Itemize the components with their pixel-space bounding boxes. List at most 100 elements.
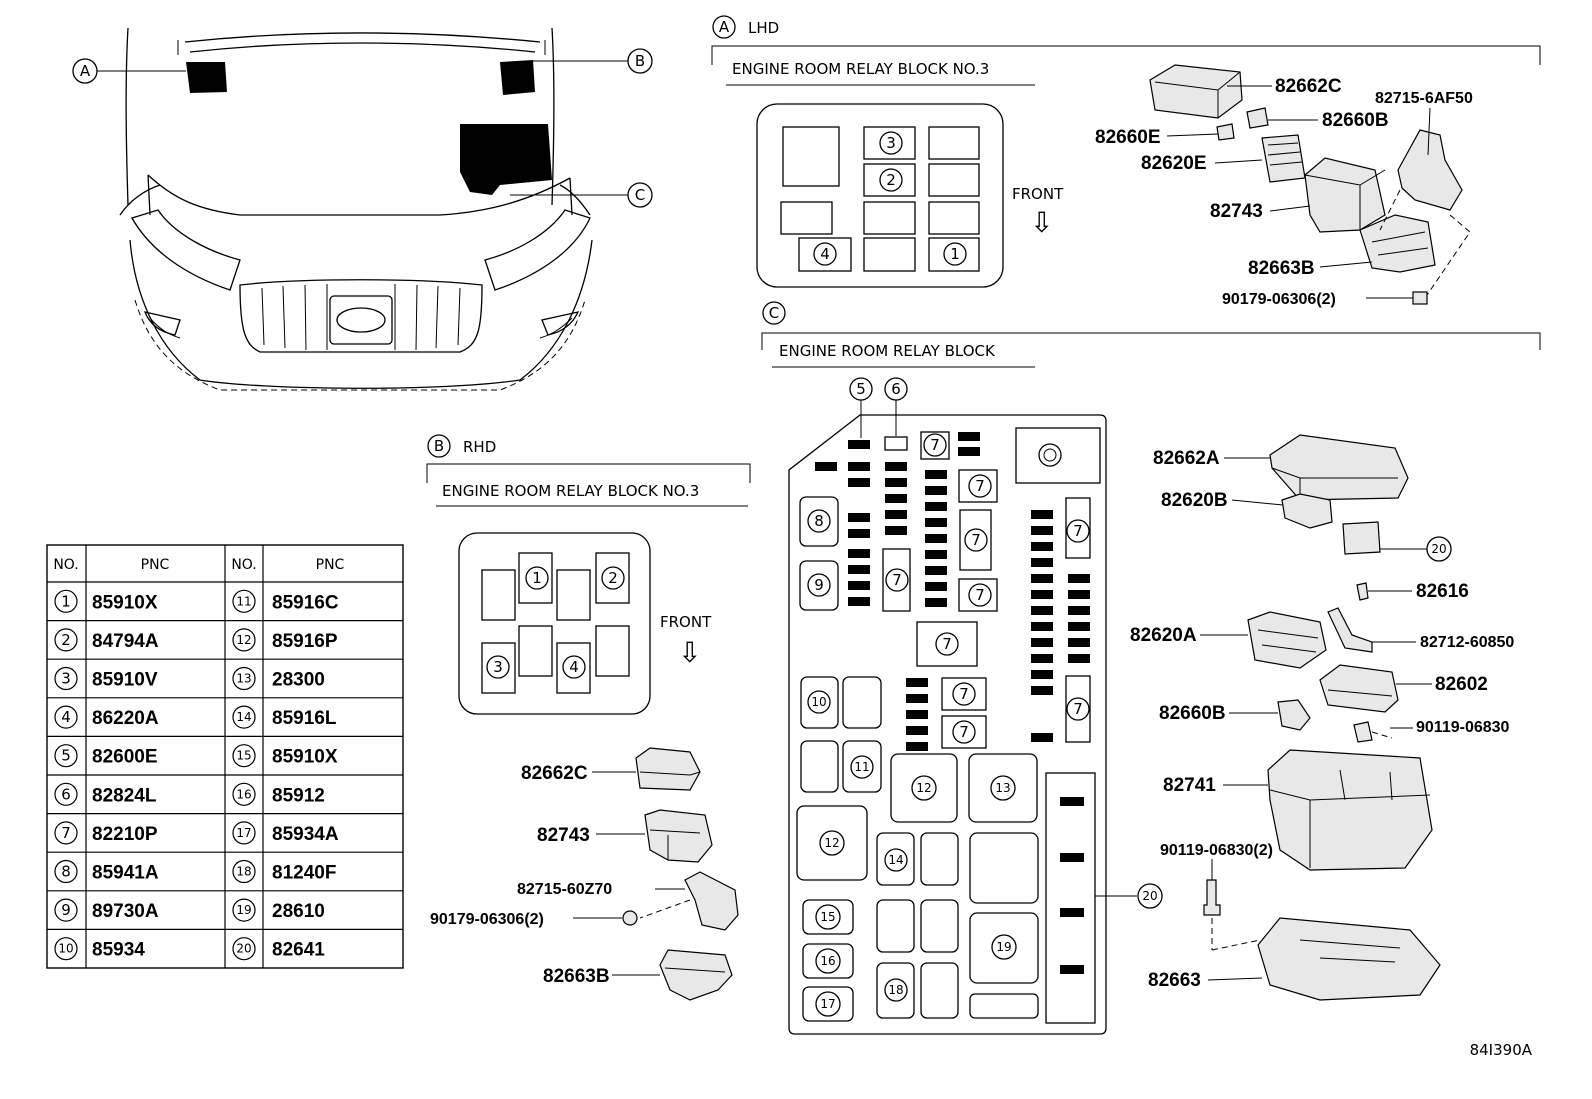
table-row-pnc: 82210P (92, 824, 158, 845)
lhd-block-title: ENGINE ROOM RELAY BLOCK NO.3 (732, 60, 989, 78)
c-part-82620b: 82620B (1161, 490, 1228, 511)
c-slot-18: 18 (888, 983, 903, 997)
table-row-no: 12 (236, 633, 251, 647)
c-slot-8: 8 (814, 512, 824, 530)
c-slot-7e: 7 (892, 571, 902, 589)
vehicle-front-view (119, 27, 593, 391)
lhd-part-82660b: 82660B (1322, 110, 1389, 131)
c-callout-6: 6 (891, 380, 901, 398)
lhd-front-label: FRONT (1012, 185, 1064, 203)
table-header-pnc: PNC (141, 557, 170, 573)
callout-c: C (635, 186, 645, 204)
table-row-pnc: 85912 (272, 785, 325, 806)
table-row-pnc: 85916P (272, 631, 338, 652)
lhd-part-82663b: 82663B (1248, 258, 1315, 279)
table-header-pnc: PNC (316, 557, 345, 573)
mini-fuses (815, 432, 1090, 751)
rhd-part-82663b: 82663B (543, 966, 610, 987)
c-block-title: ENGINE ROOM RELAY BLOCK (779, 342, 996, 360)
lhd-part-82662c: 82662C (1275, 76, 1342, 97)
lhd-front-arrow-icon: ⇩ (1030, 206, 1053, 239)
c-part-82662a: 82662A (1153, 448, 1220, 469)
table-row-pnc: 81240F (272, 863, 336, 884)
table-row-no: 1 (61, 592, 71, 610)
c-part-82741: 82741 (1163, 775, 1216, 796)
c-part-82660b: 82660B (1159, 703, 1226, 724)
c-slot-14: 14 (888, 853, 903, 867)
table-row-no: 17 (236, 826, 251, 840)
c-slot-13: 13 (995, 781, 1010, 795)
rhd-slot-1: 1 (532, 569, 542, 587)
table-row-pnc: 28300 (272, 670, 325, 691)
c-slot-15: 15 (820, 910, 835, 924)
section-b-rhd: B RHD ENGINE ROOM RELAY BLOCK NO.3 1 2 3… (426, 434, 751, 1001)
table-row-no: 15 (236, 749, 251, 763)
rhd-slot-3: 3 (493, 658, 503, 676)
rhd-part-90179-06306: 90179-06306(2) (430, 911, 544, 928)
c-slot-12b: 12 (824, 836, 839, 850)
c-part-82602: 82602 (1435, 674, 1488, 695)
lhd-part-82660e: 82660E (1095, 127, 1161, 148)
table-row-no: 4 (61, 708, 71, 726)
table-header-no: NO. (53, 557, 78, 573)
rhd-front-label: FRONT (660, 613, 712, 631)
table-row-pnc: 86220A (92, 708, 159, 729)
section-b-rhd-label: RHD (463, 438, 496, 456)
c-slot-11: 11 (854, 760, 869, 774)
rhd-slot-4: 4 (569, 658, 579, 676)
table-row-no: 13 (236, 672, 251, 686)
c-slot-9: 9 (814, 576, 824, 594)
table-row-no: 10 (58, 942, 73, 956)
rhd-front-arrow-icon: ⇩ (678, 636, 701, 669)
section-a-lhd: A LHD ENGINE ROOM RELAY BLOCK NO.3 3 2 4… (711, 15, 1541, 308)
table-row-no: 2 (61, 631, 71, 649)
table-row-pnc: 85916C (272, 592, 339, 613)
c-part-82616: 82616 (1416, 581, 1469, 602)
section-a-lhd-label: LHD (748, 19, 779, 37)
table-row-no: 18 (236, 865, 251, 879)
c-slot-7i: 7 (959, 723, 969, 741)
c-callout-5: 5 (856, 380, 866, 398)
table-row-pnc: 89730A (92, 901, 159, 922)
table-row-no: 19 (236, 903, 251, 917)
c-slot-7f: 7 (1073, 522, 1083, 540)
table-row-no: 3 (61, 670, 71, 688)
lhd-slot-2: 2 (886, 171, 896, 189)
section-c: C ENGINE ROOM RELAY BLOCK 5 6 (761, 301, 1541, 1035)
table-row-no: 8 (61, 863, 71, 881)
section-b-letter: B (434, 437, 444, 455)
c-slot-12a: 12 (916, 781, 931, 795)
diagram-code: 84I390A (1470, 1041, 1533, 1059)
rhd-part-82715-60z70: 82715-60Z70 (517, 881, 612, 898)
table-row-pnc: 82600E (92, 747, 158, 768)
c-callout-20: 20 (1142, 889, 1157, 903)
table-row-pnc: 85941A (92, 863, 159, 884)
c-slot-7d: 7 (975, 586, 985, 604)
table-row-pnc: 85934A (272, 824, 339, 845)
callout-b: B (635, 52, 645, 70)
table-header-no: NO. (231, 557, 256, 573)
c-slot-7g: 7 (942, 635, 952, 653)
c-slot-7c: 7 (971, 531, 981, 549)
c-part-20-callout: 20 (1431, 542, 1446, 556)
table-row-pnc: 82824L (92, 785, 157, 806)
callout-a: A (80, 62, 91, 80)
lhd-part-82620e: 82620E (1141, 153, 1207, 174)
lhd-slot-3: 3 (886, 134, 896, 152)
lhd-part-82715-6af50: 82715-6AF50 (1375, 90, 1473, 107)
c-slot-17: 17 (820, 997, 835, 1011)
table-row-no: 11 (236, 594, 251, 608)
c-slot-7b: 7 (975, 477, 985, 495)
c-part-82712-60850: 82712-60850 (1420, 634, 1514, 651)
table-row-no: 9 (61, 901, 71, 919)
c-slot-7a: 7 (930, 436, 940, 454)
lhd-part-82743: 82743 (1210, 201, 1263, 222)
table-row-pnc: 84794A (92, 631, 159, 652)
c-slot-10: 10 (811, 695, 826, 709)
table-row-pnc: 28610 (272, 901, 325, 922)
rhd-part-82662c: 82662C (521, 763, 588, 784)
lhd-slot-4: 4 (820, 245, 830, 263)
section-c-letter: C (769, 304, 779, 322)
table-row-no: 16 (236, 787, 251, 801)
